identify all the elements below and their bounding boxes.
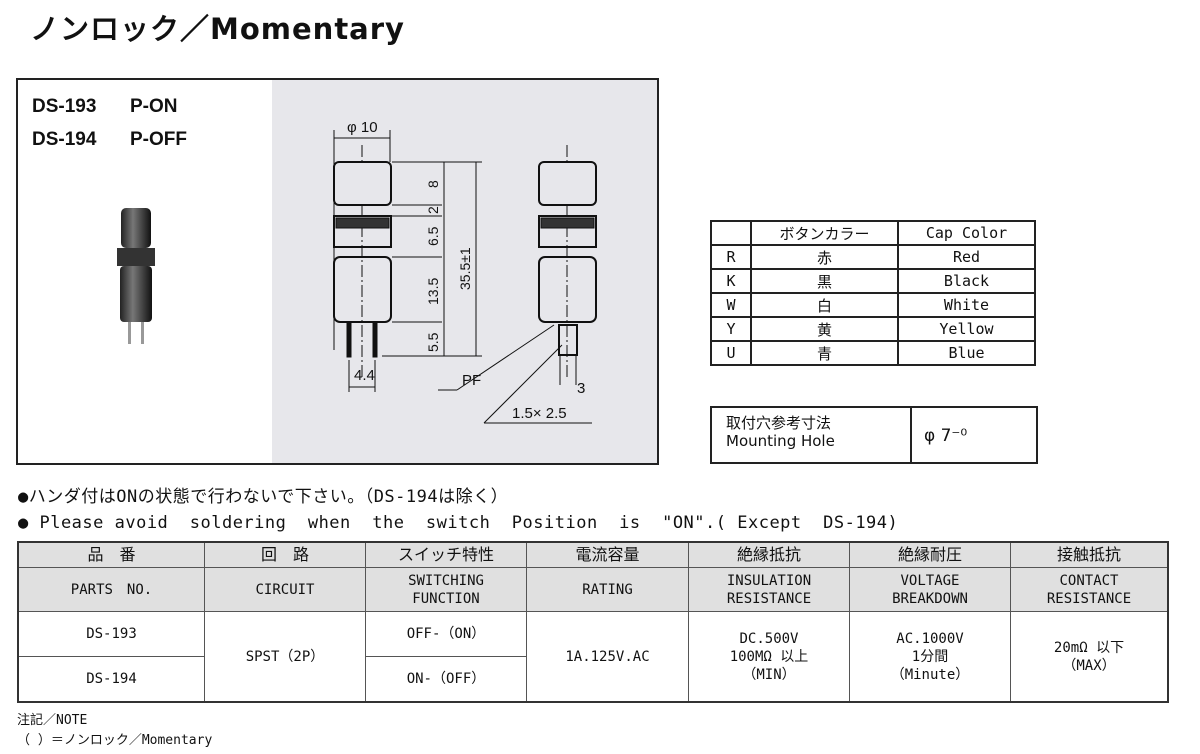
svg-text:1.5× 2.5: 1.5× 2.5 bbox=[512, 405, 567, 422]
svg-text:6.5: 6.5 bbox=[425, 226, 441, 246]
dimension-drawing: φ 10 4.4 8 2 6.5 13.5 5.5 35.5±1 bbox=[272, 80, 657, 463]
note-en: ● Please avoid soldering when the switch… bbox=[18, 513, 899, 533]
table-header-row: 品 番 回 路 スイッチ特性 電流容量 絶縁抵抗 絶縁耐圧 接触抵抗 bbox=[17, 541, 1169, 568]
table-row: DS-194 ON-（OFF） bbox=[17, 656, 1168, 703]
svg-text:φ 10: φ 10 bbox=[347, 119, 378, 136]
svg-text:3: 3 bbox=[577, 380, 585, 397]
svg-text:2: 2 bbox=[425, 206, 441, 214]
svg-text:8: 8 bbox=[425, 180, 441, 188]
footnote-text: （ ）＝ノンロック／Momentary bbox=[17, 733, 213, 748]
svg-text:5.5: 5.5 bbox=[425, 332, 441, 352]
spec-table: 品 番 回 路 スイッチ特性 電流容量 絶縁抵抗 絶縁耐圧 接触抵抗 PARTS… bbox=[17, 541, 1169, 703]
svg-text:PF: PF bbox=[462, 372, 481, 389]
page-title: ノンロック／Momentary bbox=[30, 12, 405, 46]
svg-text:13.5: 13.5 bbox=[425, 278, 441, 305]
note-jp: ●ハンダ付はONの状態で行わないで下さい。（DS-194は除く） bbox=[18, 487, 509, 507]
table-row: DS-193 SPST（2P） OFF-（ON） 1A.125V.AC DC.5… bbox=[17, 611, 1169, 703]
svg-text:35.5±1: 35.5±1 bbox=[457, 247, 473, 290]
svg-text:4.4: 4.4 bbox=[354, 367, 375, 384]
footnote-title: 注記／NOTE bbox=[17, 713, 88, 728]
mounting-hole-value: φ 7⁻⁰ bbox=[924, 426, 968, 446]
switch-photo bbox=[117, 208, 155, 344]
table-header-row: ボタンカラー Cap Color bbox=[710, 220, 1036, 246]
